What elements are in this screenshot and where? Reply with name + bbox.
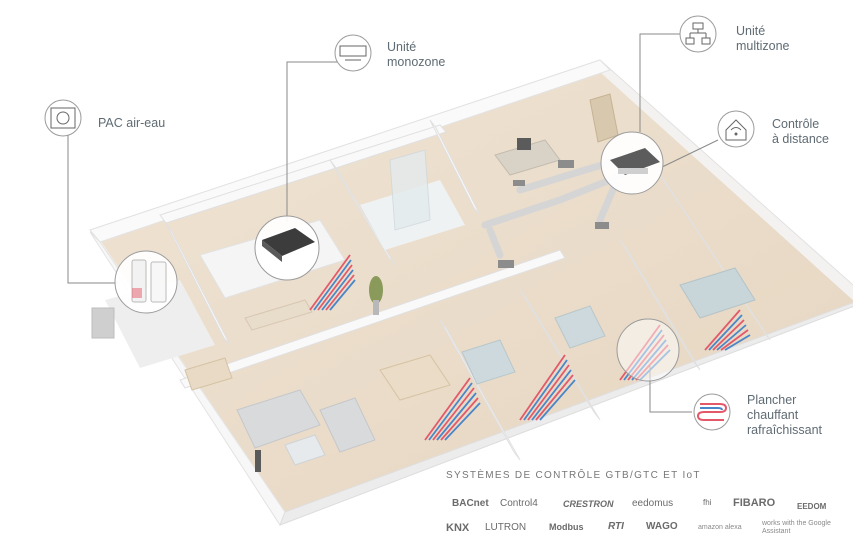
plant xyxy=(369,276,383,315)
brand-crestron: CRESTRON xyxy=(563,499,614,509)
zoom-circles xyxy=(114,131,680,382)
unite-monozone-label: Unité monozone xyxy=(387,40,446,69)
plancher-zoom xyxy=(616,318,680,382)
floor-heating-icon xyxy=(693,393,731,431)
unite-multizone-label: Unité multizone xyxy=(736,24,790,53)
brand-wago: WAGO xyxy=(646,521,678,532)
pac-zoom xyxy=(114,250,178,314)
brand-knx: KNX xyxy=(446,522,470,534)
office xyxy=(494,93,619,176)
remote-control-icon xyxy=(717,110,755,148)
living-room xyxy=(184,354,451,472)
callout-lines xyxy=(67,33,719,413)
bathroom xyxy=(360,149,465,250)
plancher-chauffant-label: Plancher chauffant rafraîchissant xyxy=(747,393,823,437)
brand-modbus: Modbus xyxy=(549,522,584,532)
bedrooms xyxy=(461,267,756,385)
brand-alexa: amazon alexa xyxy=(698,524,742,531)
brand-eedomus: eedomus xyxy=(632,498,674,509)
multizone-icon xyxy=(679,15,717,53)
brand-fhi: fhi xyxy=(703,498,712,507)
monozone-icon xyxy=(334,34,372,72)
brands-title: SYSTÈMES DE CONTRÔLE GTB/GTC ET IoT xyxy=(446,470,701,481)
brand-google-assistant: works with the Google Assistant xyxy=(762,520,831,535)
multizone-zoom xyxy=(600,131,664,195)
brand-bacnet: BACnet xyxy=(452,498,489,509)
brand-fibaro: FIBARO xyxy=(733,497,776,509)
pac-air-eau-label: PAC air-eau xyxy=(98,116,166,130)
brand-eedom: EEDOM xyxy=(797,502,827,511)
ac-units xyxy=(498,160,609,268)
brand-rti: RTI xyxy=(608,521,624,532)
brand-control4: Control4 xyxy=(500,498,538,509)
monozone-zoom xyxy=(254,215,320,281)
brand-lutron: LUTRON xyxy=(485,522,527,533)
controle-distance-label: Contrôle à distance xyxy=(772,117,829,146)
pac-icon xyxy=(44,99,82,137)
